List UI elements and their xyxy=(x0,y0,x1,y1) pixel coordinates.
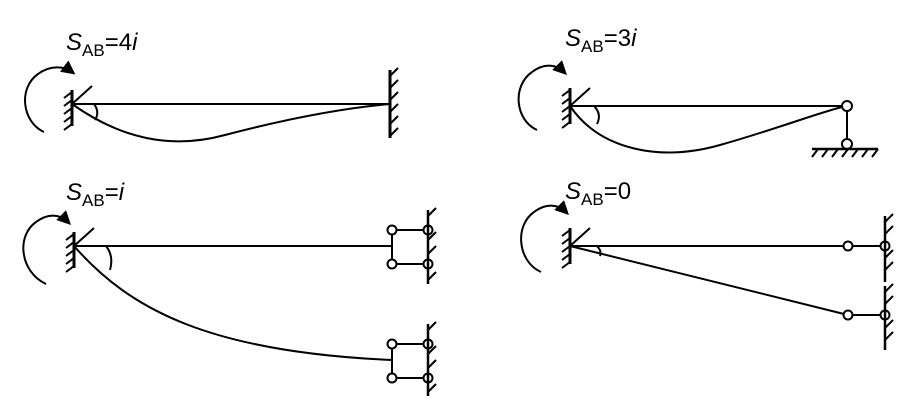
panel-fixed-guided xyxy=(23,208,436,396)
label-number: 0 xyxy=(617,178,632,205)
label-fixed-pinned: SAB=3i xyxy=(565,25,637,56)
beam-deflected-curve xyxy=(72,104,390,141)
label-symbol: S xyxy=(66,179,83,206)
label-symbol: S xyxy=(66,29,83,56)
label-variable: i xyxy=(631,25,637,52)
label-equals: = xyxy=(104,29,119,56)
label-variable: i xyxy=(118,179,125,206)
moment-arrow-icon xyxy=(23,210,71,284)
label-symbol: S xyxy=(565,25,582,52)
label-fixed-fixed: SAB=4i xyxy=(66,29,138,60)
rotation-angle-arc xyxy=(94,104,97,120)
panel-fixed-fixed xyxy=(25,60,398,141)
moment-arrow-icon xyxy=(519,60,567,130)
label-equals: = xyxy=(603,178,618,205)
fixed-support-left xyxy=(562,88,590,128)
guided-support-bottom xyxy=(388,322,437,396)
moment-arrow-icon xyxy=(521,200,569,272)
panel-fixed-free xyxy=(521,200,894,350)
roller-support-top xyxy=(844,214,894,282)
fixed-support-right xyxy=(390,68,398,138)
label-number: 4 xyxy=(118,29,133,56)
label-subscript: AB xyxy=(82,41,105,60)
fixed-support-left xyxy=(64,86,92,130)
roller-support-bottom xyxy=(844,284,894,350)
moment-arrow-icon xyxy=(25,60,76,132)
beam-rotated xyxy=(570,246,848,315)
rotation-angle-arc xyxy=(106,246,111,270)
label-equals: = xyxy=(603,25,618,52)
label-fixed-free: SAB=0 xyxy=(565,178,632,209)
label-fixed-guided: SAB=i xyxy=(66,179,125,210)
panel-fixed-pinned xyxy=(519,60,878,157)
pinned-support xyxy=(812,101,878,157)
label-symbol: S xyxy=(565,178,582,205)
rotation-angle-arc xyxy=(597,246,601,256)
beam-deflected-curve xyxy=(570,106,846,152)
label-equals: = xyxy=(104,179,119,206)
guided-support-top xyxy=(388,208,437,284)
rotation-angle-arc xyxy=(594,106,599,124)
label-number: 3 xyxy=(617,25,632,52)
label-subscript: AB xyxy=(82,191,105,210)
label-subscript: AB xyxy=(581,190,604,209)
fixed-support-left xyxy=(66,228,94,272)
beam-deflected-curve xyxy=(74,246,392,360)
label-variable: i xyxy=(132,29,138,56)
label-subscript: AB xyxy=(581,37,604,56)
